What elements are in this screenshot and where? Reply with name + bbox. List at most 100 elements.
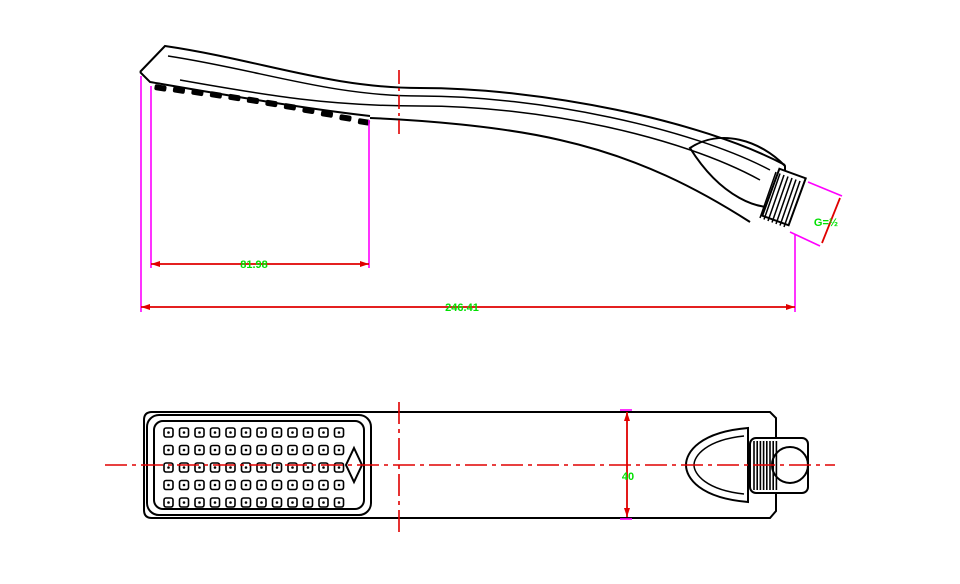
nozzle [256,444,267,456]
nozzle-hole [167,483,170,487]
nozzle-hole [306,448,310,452]
thread-line [763,173,781,220]
nozzle-hole [291,483,294,487]
nozzle-bump [172,86,186,94]
top-view [143,411,809,519]
nozzle [333,427,345,438]
nozzle-hole [213,501,217,504]
nozzle-hole [229,431,232,434]
nozzle [333,462,345,473]
nozzle [163,427,174,438]
nozzle [225,427,236,438]
nozzle-hole [337,466,341,469]
nozzle [271,462,283,473]
nozzle-hole [198,501,201,504]
nozzle-hole [182,431,186,434]
nozzle-hole [213,448,217,452]
nozzle [271,444,283,456]
nozzle-hole [167,431,170,434]
nozzle-hole [213,466,217,469]
nozzle [333,497,345,508]
nozzle-hole [213,483,217,487]
nozzle [256,479,267,491]
nozzle [194,427,205,438]
nozzle [194,497,205,508]
head-face-edge [139,71,371,117]
width-dimension [620,409,632,520]
nozzle-hole [322,483,325,487]
nozzle-bump [191,88,204,97]
nozzle [225,497,236,508]
nozzle [225,462,236,473]
dim-text-thread: G=½ [814,217,838,229]
nozzle [178,427,190,438]
nozzle-hole [306,483,310,487]
side-extension-lines [140,76,843,312]
nozzle-hole [260,431,263,434]
nozzle-hole [260,501,263,504]
nozzle-grid-top [163,427,345,508]
nozzle [287,497,298,508]
handle-bottom-edge [369,117,751,223]
dimension-lines [141,197,841,308]
nozzle-hole [198,431,201,434]
nozzle [318,479,329,491]
nozzle [240,497,252,508]
diamond-marker [344,445,364,485]
nozzle-hole [337,448,341,452]
nozzle-hole [275,483,279,487]
nozzle-hole [306,501,310,504]
nozzle-hole [291,448,294,452]
nozzle-hole [322,501,325,504]
nozzle [240,462,252,473]
nozzle [209,497,221,508]
nozzle [302,497,314,508]
nozzle-bump [320,110,334,118]
handle-outline-top [143,411,777,519]
nozzle-hole [198,483,201,487]
nozzle-hole [182,501,186,504]
nozzle-hole [275,431,279,434]
nozzle-hole [337,483,341,487]
nozzle [318,444,329,456]
nozzle-bump [228,93,241,102]
nozzle [178,444,190,456]
nozzle-hole [213,431,217,434]
nozzle [256,427,267,438]
nozzle [194,479,205,491]
side-view [139,44,807,227]
nozzle-hole [182,466,186,469]
nozzle-hole [244,431,248,434]
nozzle [178,479,190,491]
nozzle-bumps-side [154,84,371,126]
dimension-arrows [141,261,795,310]
nozzle-hole [244,501,248,504]
nozzle-bump [283,103,297,111]
nozzle-hole [198,466,201,469]
nozzle [287,444,298,456]
nozzle [240,427,252,438]
nozzle-hole [337,501,341,504]
nozzle-hole [275,466,279,469]
thread-line [771,176,789,223]
nozzle-hole [167,448,170,452]
nozzle-hole [291,466,294,469]
nozzle [178,462,190,473]
nozzle [318,497,329,508]
nozzle [209,462,221,473]
nozzle-hole [229,466,232,469]
nozzle [271,479,283,491]
nozzle [178,497,190,508]
nozzle-bump [246,96,260,105]
dim-text-width: 40 [622,471,634,483]
nozzle [302,462,314,473]
nozzle [271,427,283,438]
nozzle [256,497,267,508]
nozzle-hole [198,448,201,452]
nozzle-hole [244,466,248,469]
nozzle-hole [306,466,310,469]
thread-line [767,174,785,222]
nozzle-hole [306,431,310,434]
nozzle [287,427,298,438]
